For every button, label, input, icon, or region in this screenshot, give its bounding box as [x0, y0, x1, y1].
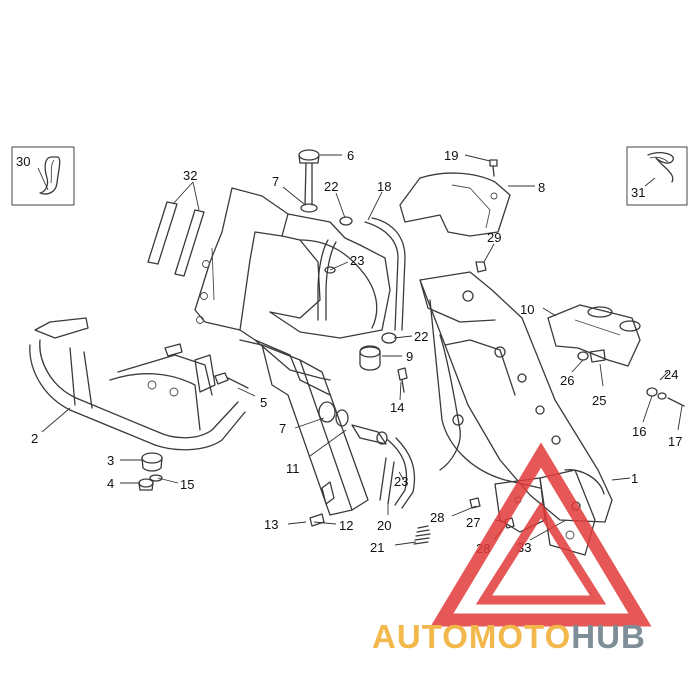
part-1-side-frame — [419, 271, 613, 523]
watermark-text-automoto: AUTOMOTO — [372, 618, 571, 655]
part-15-spacer — [149, 474, 163, 482]
part-6-filler-cap — [298, 149, 320, 213]
watermark-triangle-inner — [475, 501, 607, 605]
watermark-text: AUTOMOTOHUB — [372, 618, 646, 655]
part-25-bolt — [589, 349, 606, 363]
part-9-mount — [359, 345, 381, 371]
part-23-hose-lower — [387, 437, 416, 509]
callout-1: 1 — [631, 471, 638, 486]
callout-27: 27 — [466, 515, 480, 530]
callout-31: 31 — [631, 185, 645, 200]
watermark-text-hub: HUB — [571, 618, 646, 655]
callout-22a: 22 — [324, 179, 338, 194]
callout-32: 32 — [183, 168, 197, 183]
small-fitting-left — [164, 343, 183, 357]
part-14-bolt — [397, 367, 408, 393]
callout-19: 19 — [444, 148, 458, 163]
callout-25: 25 — [592, 393, 606, 408]
part-26-nut — [577, 351, 589, 361]
callout-12: 12 — [339, 518, 353, 533]
callout-10: 10 — [520, 302, 534, 317]
part-11-fitting — [351, 424, 388, 445]
callout-22b: 22 — [414, 329, 428, 344]
part-4-washer — [138, 478, 154, 491]
part-32-rods — [147, 201, 205, 277]
part-20-hose — [379, 457, 395, 505]
part-frame-main — [194, 187, 391, 516]
callout-16: 16 — [632, 424, 646, 439]
part-2-cradle — [29, 317, 246, 451]
callout-7b: 7 — [279, 421, 286, 436]
callout-30: 30 — [16, 154, 30, 169]
callout-23b: 23 — [394, 474, 408, 489]
part-3-rubber — [141, 452, 163, 472]
callout-18: 18 — [377, 179, 391, 194]
callout-8: 8 — [538, 180, 545, 195]
part-7-lower-grommet — [318, 401, 349, 427]
callout-17: 17 — [668, 434, 682, 449]
callout-3: 3 — [107, 453, 114, 468]
callout-14: 14 — [390, 400, 404, 415]
callout-2: 2 — [31, 431, 38, 446]
callout-24: 24 — [664, 367, 678, 382]
callout-26: 26 — [560, 373, 574, 388]
callout-28a: 28 — [430, 510, 444, 525]
leader-lines — [37, 154, 683, 546]
part-10-bracket — [547, 304, 641, 367]
callout-21: 21 — [370, 540, 384, 555]
callout-7a: 7 — [272, 174, 279, 189]
part-23-hose-upper — [317, 239, 337, 321]
part-5-bolt — [214, 372, 249, 389]
inset-box-31 — [626, 146, 688, 206]
callout-5: 5 — [260, 395, 267, 410]
callout-6: 6 — [347, 148, 354, 163]
callout-20: 20 — [377, 518, 391, 533]
part-29-screw — [475, 261, 487, 273]
callout-4: 4 — [107, 476, 114, 491]
part-8-cover — [399, 172, 511, 237]
callout-9: 9 — [406, 349, 413, 364]
callout-29: 29 — [487, 230, 501, 245]
watermark-logo: AUTOMOTOHUB — [372, 442, 652, 655]
callout-15: 15 — [180, 477, 194, 492]
callout-13: 13 — [264, 517, 278, 532]
part-18-hose — [364, 217, 406, 331]
part-19-screw — [489, 159, 498, 177]
callout-labels: 1 2 3 4 5 6 7 7 8 9 10 11 12 13 14 15 16… — [16, 148, 682, 556]
watermark-triangle — [430, 442, 652, 627]
part-21-spring — [413, 525, 431, 545]
part-16-17-24-fasteners — [646, 387, 685, 407]
part-12-13-screw — [309, 481, 335, 527]
callout-11: 11 — [286, 461, 300, 476]
callout-23a: 23 — [350, 253, 364, 268]
inset-box-30 — [11, 146, 75, 206]
